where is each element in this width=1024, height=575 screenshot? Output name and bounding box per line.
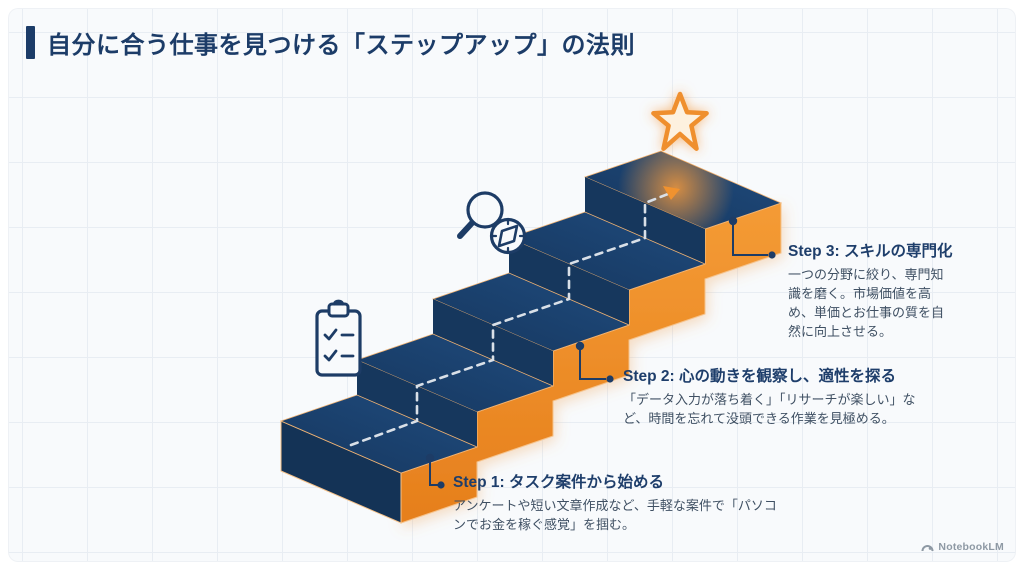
notebooklm-logo-icon xyxy=(921,544,934,551)
star-icon xyxy=(651,91,709,151)
step-1-heading: Step 1: タスク案件から始める xyxy=(453,474,664,491)
connector-step-2 xyxy=(575,341,614,383)
staircase-illustration xyxy=(279,91,783,524)
title-accent-bar xyxy=(26,26,35,59)
magnifier-compass-icon xyxy=(457,191,527,255)
page-title: 自分に合う仕事を見つける「ステップアップ」の法則 xyxy=(47,32,635,59)
step-3-description: 一つの分野に絞り、専門知識を磨く。市場価値を高め、単価とお仕事の質を自然に向上さ… xyxy=(788,267,945,339)
step-connectors xyxy=(425,216,776,489)
infographic-canvas: 自分に合う仕事を見つける「ステップアップ」の法則 xyxy=(8,8,1016,562)
step-2-description: 「データ入力が落ち着く」「リサーチが楽しい」など、時間を忘れて没頭できる作業を見… xyxy=(623,392,916,426)
connector-step-1 xyxy=(425,453,445,489)
title-bar: 自分に合う仕事を見つける「ステップアップ」の法則 xyxy=(26,25,635,60)
connector-step-3 xyxy=(728,216,776,259)
step-2-text: Step 2: 心の動きを観察し、適性を探る 「データ入力が落ち着く」「リサーチ… xyxy=(623,364,919,429)
step-1-description: アンケートや短い文章作成など、手軽な案件で「パソコンでお金を稼ぐ感覚」を掴む。 xyxy=(453,498,777,532)
step-3-heading: Step 3: スキルの専門化 xyxy=(788,243,953,260)
step-1-text: Step 1: タスク案件から始める アンケートや短い文章作成など、手軽な案件で… xyxy=(453,470,783,535)
clipboard-checklist-icon xyxy=(315,299,362,377)
notebooklm-watermark: NotebookLM xyxy=(921,541,1004,553)
dashed-ascent-arrow xyxy=(349,186,680,447)
step-2-heading: Step 2: 心の動きを観察し、適性を探る xyxy=(623,368,896,385)
arrow-head-icon xyxy=(663,186,680,200)
step-3-text: Step 3: スキルの専門化 一つの分野に絞り、専門知識を磨く。市場価値を高め… xyxy=(788,239,956,341)
notebooklm-logo-text: NotebookLM xyxy=(938,541,1004,553)
